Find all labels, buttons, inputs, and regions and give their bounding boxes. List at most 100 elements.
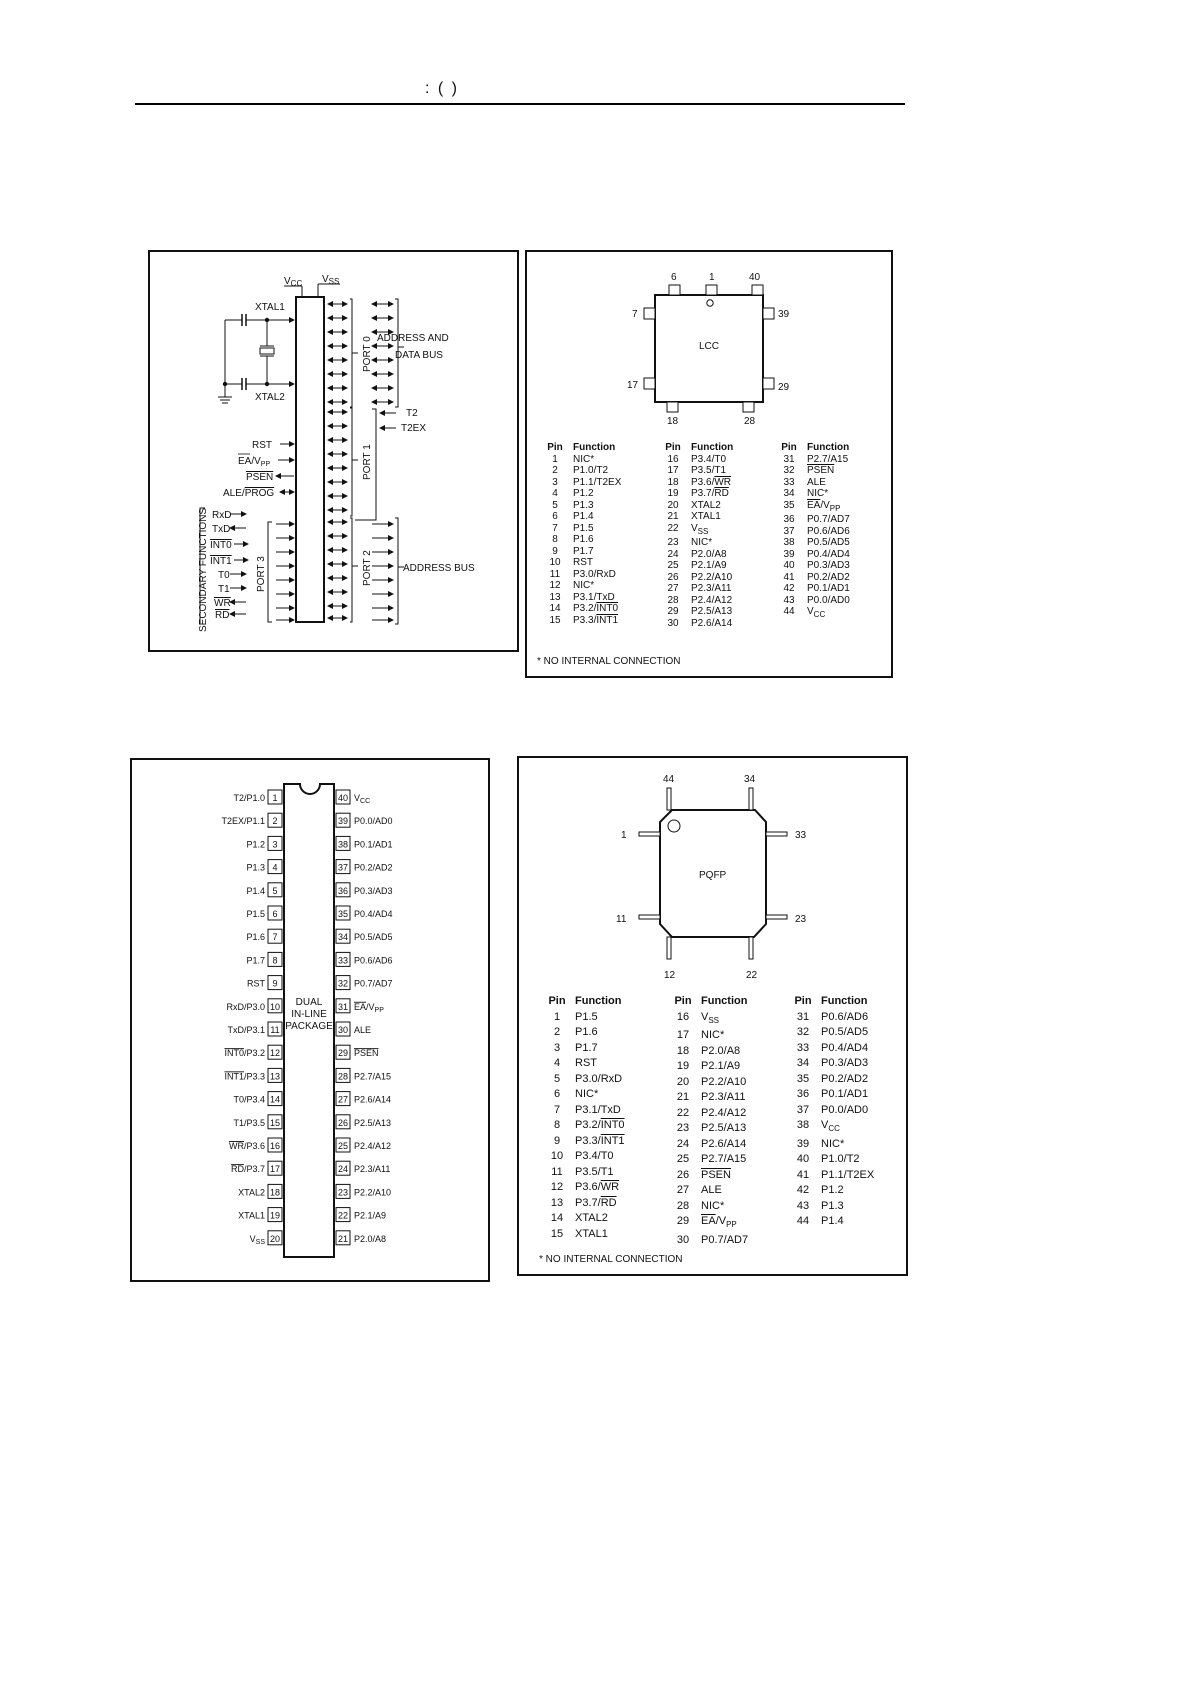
pin-function: NIC* — [575, 1088, 599, 1100]
pin-function: P0.4/AD4 — [807, 548, 850, 560]
pin-function: P1.7 — [573, 545, 594, 557]
svg-text:P0.6/AD6: P0.6/AD6 — [354, 955, 393, 965]
pin-function: P3.2/INT0 — [573, 603, 619, 614]
pin-number: 39 — [796, 1137, 810, 1150]
vcc-label: VCC — [284, 276, 302, 288]
svg-text:T2EX/P1.1: T2EX/P1.1 — [221, 816, 265, 826]
svg-text:7: 7 — [272, 932, 277, 942]
pin-function: P1.6 — [573, 534, 594, 545]
pin-function: P0.2/AD2 — [807, 571, 850, 583]
svg-text:1: 1 — [272, 793, 277, 803]
svg-text:WR/P3.6: WR/P3.6 — [229, 1141, 265, 1151]
svg-text:RxD/P3.0: RxD/P3.0 — [226, 1002, 265, 1012]
svg-text:39: 39 — [338, 816, 348, 826]
pin-function: VCC — [821, 1119, 840, 1134]
pin-number: 6 — [552, 511, 558, 522]
pin-number: 26 — [676, 1168, 690, 1181]
svg-text:18: 18 — [270, 1187, 280, 1197]
svg-text:40: 40 — [749, 272, 761, 283]
svg-text:WR: WR — [214, 598, 231, 609]
pin-function: VSS — [691, 522, 709, 536]
svg-text:INT0/P3.2: INT0/P3.2 — [224, 1048, 265, 1058]
pin-number: 11 — [551, 1165, 563, 1178]
svg-text:33: 33 — [338, 955, 348, 965]
svg-text:VSS: VSS — [250, 1234, 266, 1246]
pin-row: 26 PSEN — [665, 1168, 791, 1184]
svg-text:XTAL2: XTAL2 — [238, 1187, 265, 1197]
pin-number: 10 — [550, 1150, 564, 1162]
pin-function: PSEN — [701, 1168, 731, 1181]
pin-function: P0.6/AD6 — [807, 525, 850, 537]
pin-function: RST — [573, 557, 593, 568]
pin-number: 38 — [783, 537, 795, 548]
pin-function: P3.5/T1 — [691, 465, 727, 476]
svg-text:PORT 0: PORT 0 — [362, 336, 373, 372]
svg-text:P2.5/A13: P2.5/A13 — [354, 1118, 391, 1128]
page-header: : ( ) — [135, 80, 905, 102]
svg-text:TxD: TxD — [212, 524, 230, 535]
pin-function: P2.1/A9 — [701, 1060, 741, 1073]
pin-number: 5 — [553, 1072, 561, 1085]
pin-function: PSEN — [807, 465, 835, 476]
pin-function: EA/VPP — [807, 499, 841, 513]
pin-function: P1.1/T2EX — [573, 476, 622, 488]
pin-number: 12 — [549, 580, 561, 591]
pin-number: 20 — [676, 1075, 690, 1088]
pin-number: 29 — [676, 1215, 690, 1228]
pin-number: 17 — [676, 1029, 690, 1042]
pin-function: NIC* — [821, 1137, 845, 1150]
svg-text:16: 16 — [270, 1141, 280, 1151]
svg-text:P1.7: P1.7 — [246, 955, 265, 965]
svg-text:17: 17 — [627, 380, 639, 391]
svg-text:33: 33 — [795, 830, 807, 841]
svg-text:P2.4/A12: P2.4/A12 — [354, 1141, 391, 1151]
pin-function: P0.5/AD5 — [821, 1026, 869, 1038]
svg-text:27: 27 — [338, 1095, 348, 1105]
pin-function: RST — [575, 1057, 597, 1069]
pin-function: P2.5/A13 — [691, 606, 733, 617]
svg-text:14: 14 — [270, 1095, 280, 1105]
svg-text:35: 35 — [338, 909, 348, 919]
pin-function: XTAL2 — [691, 499, 721, 511]
pin-function: XTAL1 — [691, 511, 721, 522]
pin-number: 28 — [676, 1199, 690, 1212]
pin-function: P2.0/A8 — [691, 548, 727, 560]
pin-function: P3.4/T0 — [691, 453, 727, 465]
svg-text:P0.7/AD7: P0.7/AD7 — [354, 979, 393, 989]
pin-function: P0.1/AD1 — [807, 583, 850, 594]
svg-text:SECONDARY FUNCTIONS: SECONDARY FUNCTIONS — [198, 508, 209, 632]
svg-text:28: 28 — [744, 416, 756, 427]
svg-text:T0: T0 — [218, 570, 230, 581]
pin-function: P0.0/AD0 — [821, 1103, 869, 1116]
pin-number: 22 — [676, 1106, 690, 1119]
pin-number: 16 — [676, 1010, 690, 1023]
svg-text:ALE/PROG: ALE/PROG — [223, 488, 274, 499]
dip-package-diagram: DUAL IN-LINE PACKAGE 1T2/P1.02T2EX/P1.13… — [221, 783, 393, 1258]
pin-number: 43 — [783, 594, 795, 606]
svg-text:INT1/P3.3: INT1/P3.3 — [224, 1071, 265, 1081]
pin-number: 9 — [552, 545, 558, 557]
pin-number: 22 — [667, 522, 679, 534]
